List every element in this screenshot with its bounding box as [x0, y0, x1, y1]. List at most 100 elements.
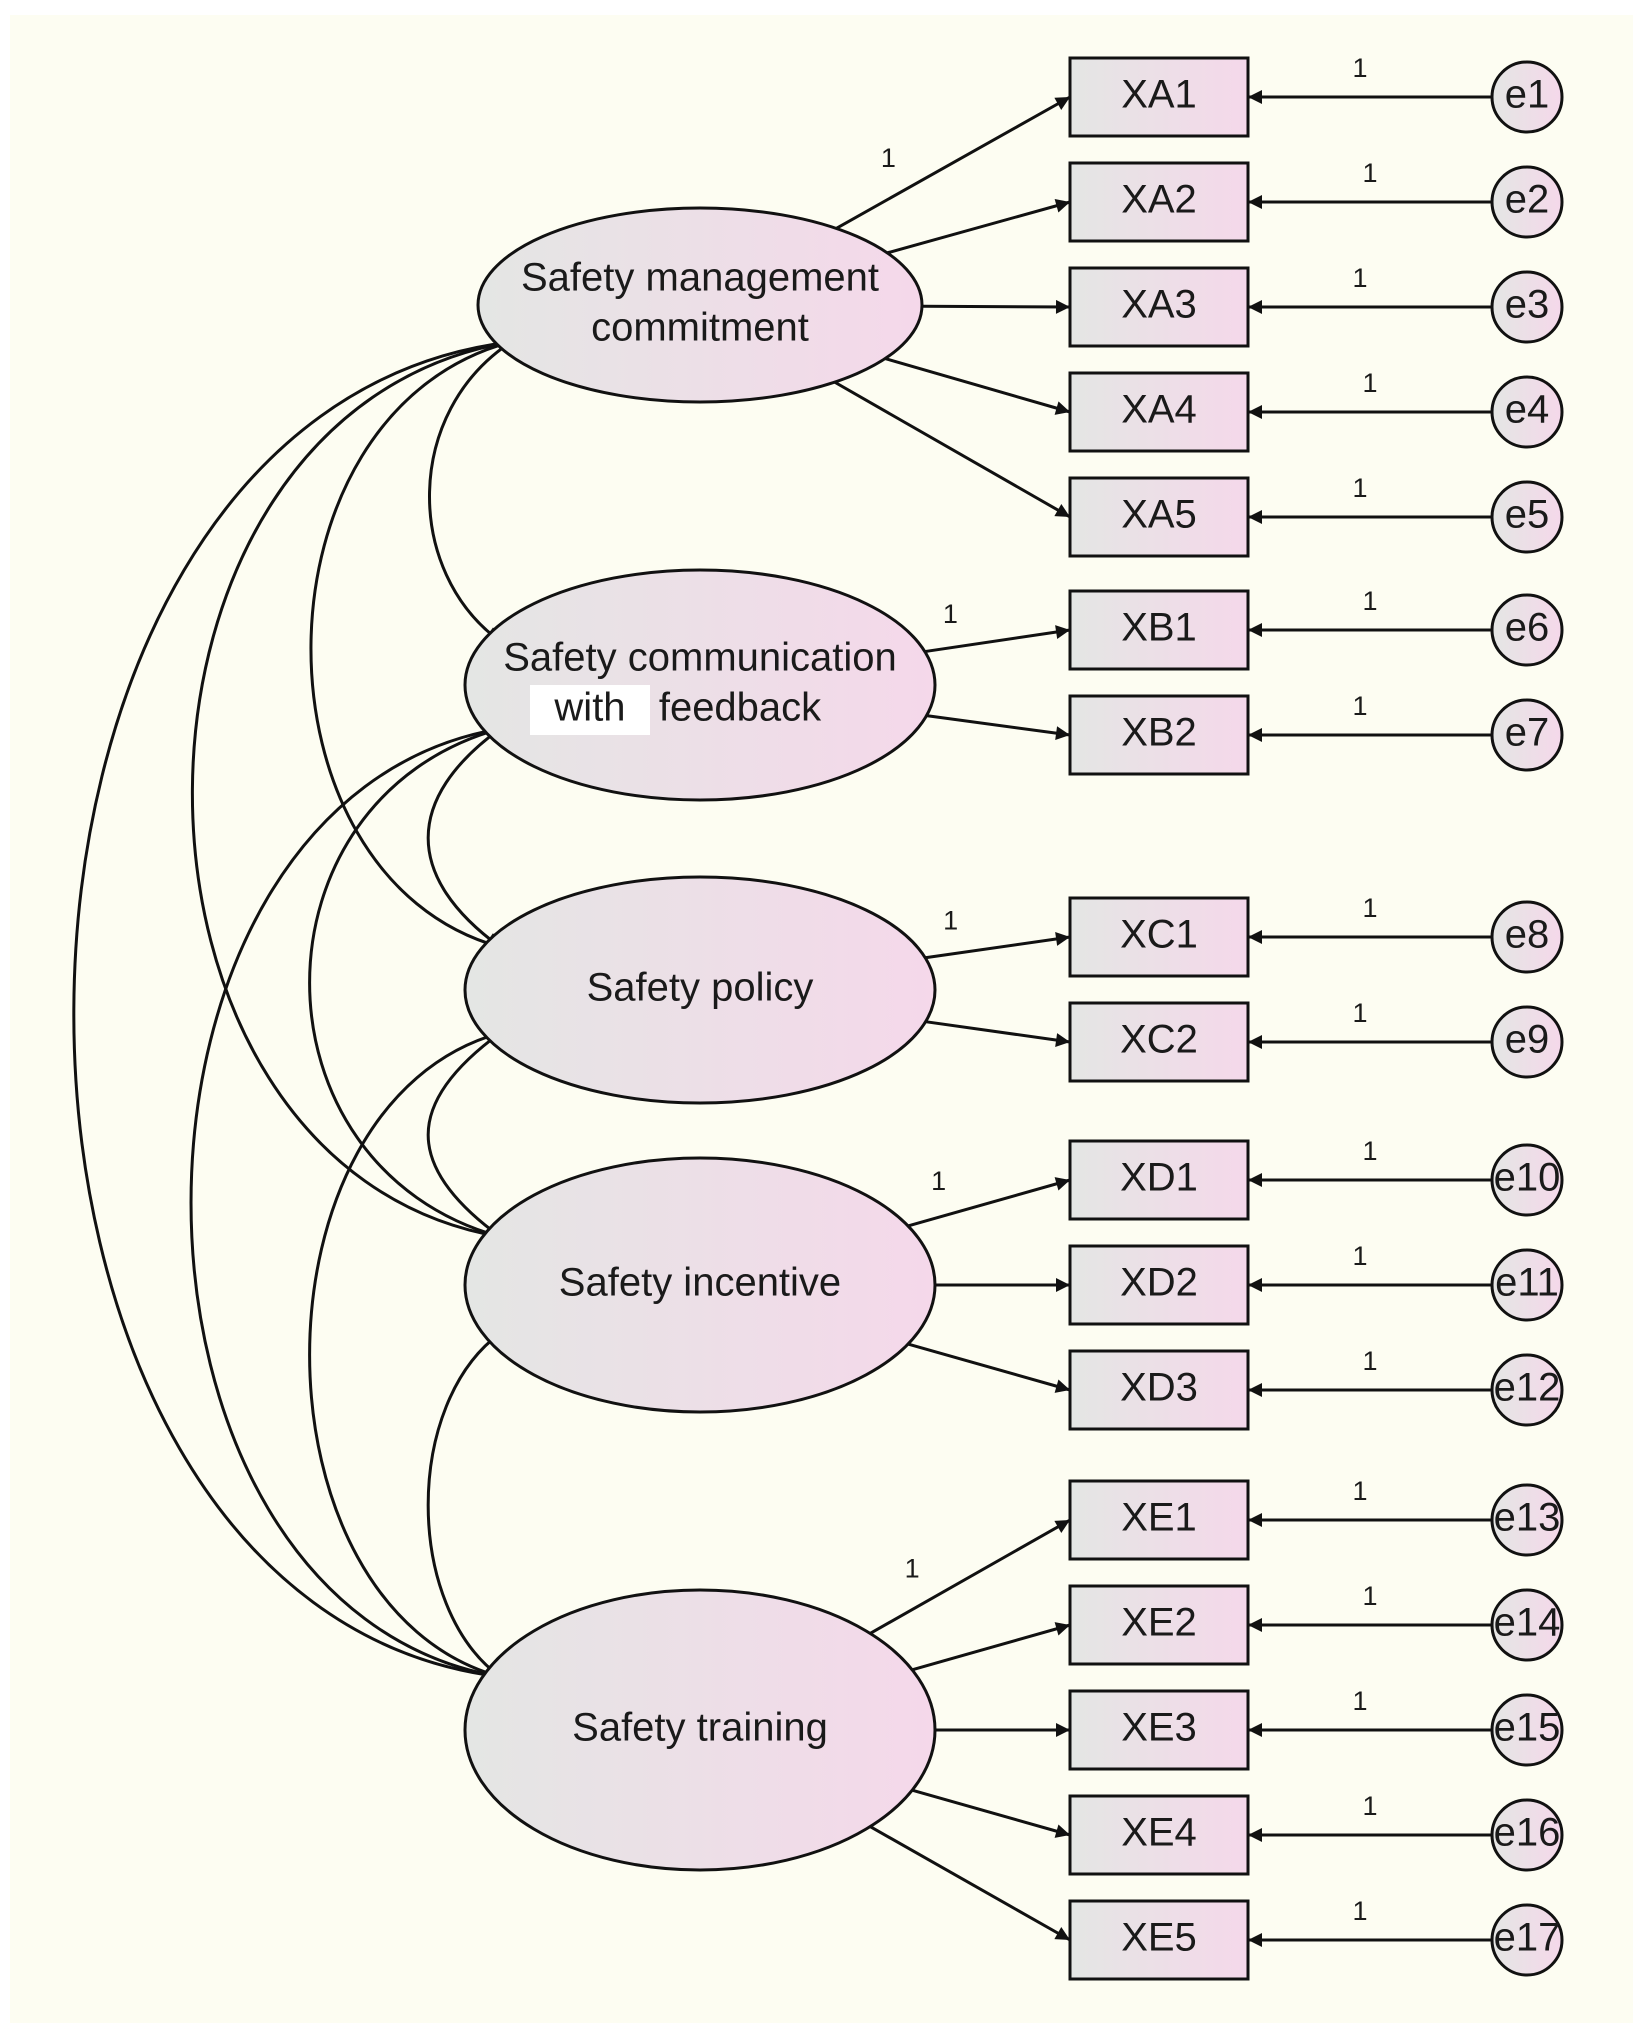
error-label: e17: [1494, 1916, 1561, 1960]
indicator-box-xd2: [1068, 1244, 1250, 1326]
error-label: e3: [1505, 283, 1550, 327]
latent-label-line: Safety training: [572, 1706, 828, 1750]
covariance-arrow-l1-l3: [309, 331, 527, 951]
indicator-label: XE2: [1121, 1601, 1197, 1645]
error-circle-e6: [1490, 593, 1564, 667]
indicator-label: XA4: [1121, 388, 1197, 432]
loading-arrow-xd1: [907, 1177, 1071, 1228]
node-layer: [463, 56, 1564, 1981]
indicator-box-xe2: [1068, 1584, 1250, 1666]
latent-ellipse-1: [476, 206, 924, 404]
indicator-box-xe5: [1068, 1899, 1250, 1981]
error-weight-label: 1: [1362, 1791, 1377, 1821]
error-circle-e15: [1490, 1693, 1564, 1767]
error-weight-label: 1: [1362, 368, 1377, 398]
loading-weight-label: 1: [881, 143, 896, 173]
loading-arrow-xe5: [869, 1825, 1071, 1942]
indicator-label: XA1: [1121, 73, 1197, 117]
indicator-label: XE1: [1121, 1496, 1197, 1540]
covariance-arrow-l2-l3: [426, 714, 516, 949]
indicator-box-xd3: [1068, 1349, 1250, 1431]
loading-arrow-xe1: [869, 1518, 1071, 1635]
indicator-box-xe1: [1068, 1479, 1250, 1561]
error-circle-e12: [1490, 1353, 1564, 1427]
label-patch: [530, 685, 650, 735]
error-label: e5: [1505, 493, 1550, 537]
covariance-arrow-l2-l5: [189, 719, 516, 1682]
error-weight-label: 1: [1362, 1581, 1377, 1611]
indicator-label: XB2: [1121, 711, 1197, 755]
error-weight-label: 1: [1352, 473, 1367, 503]
indicator-box-xa1: [1068, 56, 1250, 138]
error-weight-label: 1: [1362, 893, 1377, 923]
error-label: e9: [1505, 1018, 1550, 1062]
loading-arrow-xb1: [924, 625, 1071, 654]
latent-label-patched-word: with: [553, 686, 625, 730]
error-label: e4: [1505, 388, 1550, 432]
error-circle-e16: [1490, 1798, 1564, 1872]
error-circle-e11: [1490, 1248, 1564, 1322]
loading-weight-label: 1: [943, 906, 958, 936]
error-label: e1: [1505, 73, 1550, 117]
latent-ellipse-4: [463, 1156, 937, 1414]
error-label: e11: [1495, 1261, 1559, 1305]
error-weight-label: 1: [1352, 1476, 1367, 1506]
error-circle-e3: [1490, 270, 1564, 344]
error-circle-e1: [1490, 60, 1564, 134]
error-circle-e5: [1490, 480, 1564, 554]
error-label: e13: [1494, 1496, 1561, 1540]
error-weight-label: 1: [1362, 1346, 1377, 1376]
latent-ellipse-2: [463, 568, 937, 802]
error-circle-e9: [1490, 1005, 1564, 1079]
error-circle-e8: [1490, 900, 1564, 974]
loading-arrow-xe2: [911, 1622, 1071, 1672]
error-weight-label: 1: [1352, 263, 1367, 293]
latent-label-line: commitment: [591, 306, 809, 350]
indicator-label: XA3: [1121, 283, 1197, 327]
error-weight-label: 1: [1362, 1136, 1377, 1166]
error-label: e15: [1494, 1706, 1561, 1750]
latent-label-line: Safety management: [521, 256, 879, 300]
indicator-label: XA5: [1121, 493, 1197, 537]
indicator-box-xe4: [1068, 1794, 1250, 1876]
error-circle-e2: [1490, 165, 1564, 239]
error-weight-label: 1: [1352, 1686, 1367, 1716]
indicator-label: XE3: [1121, 1706, 1197, 1750]
error-weight-label: 1: [1362, 158, 1377, 188]
latent-ellipse-3: [463, 875, 937, 1105]
loading-arrow-xd3: [907, 1342, 1071, 1393]
indicator-label: XD1: [1120, 1156, 1198, 1200]
indicator-box-xc1: [1068, 896, 1250, 978]
indicator-label: XE5: [1121, 1916, 1197, 1960]
error-label: e2: [1505, 178, 1550, 222]
indicator-box-xc2: [1068, 1001, 1250, 1083]
error-label: e8: [1505, 913, 1550, 957]
loading-weight-label: 1: [943, 599, 958, 629]
latent-label-line: Safety incentive: [559, 1261, 841, 1305]
error-circle-e17: [1490, 1903, 1564, 1977]
indicator-label: XC1: [1120, 913, 1198, 957]
error-weight-label: 1: [1352, 998, 1367, 1028]
indicator-box-xb2: [1068, 694, 1250, 776]
indicator-label: XB1: [1121, 606, 1197, 650]
error-weight-label: 1: [1352, 53, 1367, 83]
loading-weight-label: 1: [931, 1166, 946, 1196]
path-layer: [833, 90, 1492, 1947]
latent-label-line: Safety policy: [587, 966, 814, 1010]
indicator-box-xa4: [1068, 371, 1250, 453]
loading-arrow-xa1: [835, 95, 1071, 230]
error-circle-e13: [1490, 1483, 1564, 1557]
error-label: e16: [1494, 1811, 1561, 1855]
error-weight-label: 1: [1352, 1896, 1367, 1926]
loading-arrow-xa4: [884, 357, 1071, 415]
error-circle-e14: [1490, 1588, 1564, 1662]
error-circle-e4: [1490, 375, 1564, 449]
indicator-label: XD2: [1120, 1261, 1198, 1305]
loading-arrow-xa5: [833, 380, 1071, 519]
error-label: e10: [1494, 1156, 1561, 1200]
latent-label-line: feedback: [659, 686, 822, 730]
covariance-layer: [72, 328, 527, 1683]
covariance-arrow-l1-l5: [72, 333, 527, 1683]
